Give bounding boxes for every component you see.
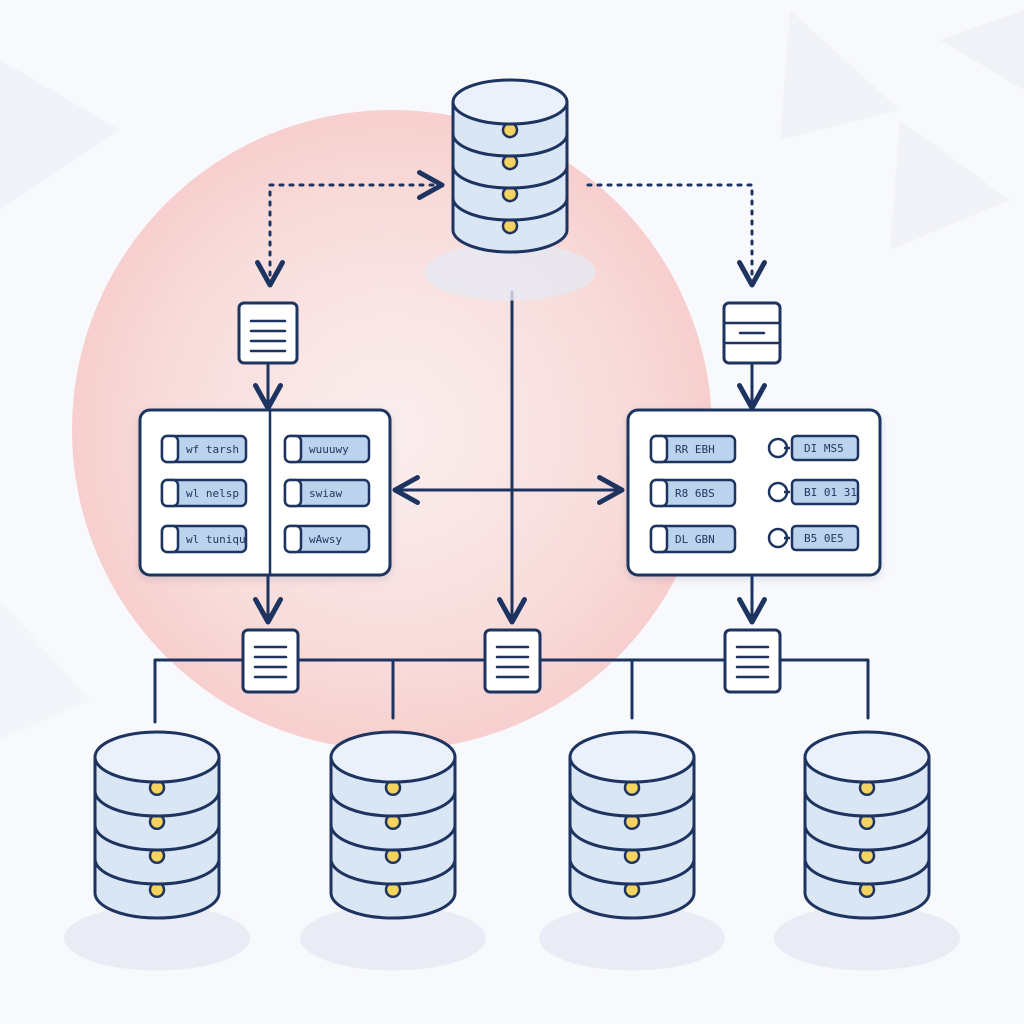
- right-tag-1: RR EBH: [649, 434, 737, 464]
- dotted-connector-right: [586, 183, 767, 288]
- document-icon-bottom-center: [483, 628, 542, 694]
- tag-label: wf tarsh: [186, 443, 239, 456]
- tag-label: DI MS5: [804, 442, 844, 455]
- left-tag-5: swiaw: [283, 478, 371, 508]
- central-database-icon: [424, 78, 596, 301]
- tag-label: BI 01 31: [804, 486, 857, 499]
- tag-label: wuuuwy: [309, 443, 349, 456]
- database-icon-2: [300, 730, 486, 971]
- tag-label: RR EBH: [675, 443, 715, 456]
- tag-label: wl nelsp: [186, 487, 239, 500]
- tag-label: swiaw: [309, 487, 342, 500]
- right-tag-6: B5 0E5: [767, 524, 860, 552]
- database-icon-3: [539, 730, 725, 971]
- dotted-connector-left: [255, 170, 445, 288]
- tag-label: B5 0E5: [804, 532, 844, 545]
- document-icon-bottom-right: [723, 628, 782, 694]
- tag-label: R8 6BS: [675, 487, 715, 500]
- right-tag-2: R8 6BS: [649, 478, 737, 508]
- connectors: [153, 170, 870, 724]
- left-tag-3: wl tuniqu: [160, 524, 248, 554]
- central-database-cylinder: [424, 78, 596, 301]
- left-tag-1: wf tarsh: [160, 434, 248, 464]
- tag-label: wl tuniqu: [186, 533, 246, 546]
- document-icon-bottom-left: [241, 628, 300, 694]
- document-icon-right: [722, 301, 782, 365]
- document-icon-left: [237, 301, 299, 365]
- left-tag-4: wuuuwy: [283, 434, 371, 464]
- left-tag-6: wAwsy: [283, 524, 371, 554]
- tag-label: wAwsy: [309, 533, 342, 546]
- right-tag-4: DI MS5: [767, 434, 860, 462]
- database-icon-1: [64, 730, 250, 971]
- right-tag-3: DL GBN: [649, 524, 737, 554]
- database-icon-4: [774, 730, 960, 971]
- right-tag-5: BI 01 31: [767, 478, 860, 506]
- tag-label: DL GBN: [675, 533, 715, 546]
- left-tag-2: wl nelsp: [160, 478, 248, 508]
